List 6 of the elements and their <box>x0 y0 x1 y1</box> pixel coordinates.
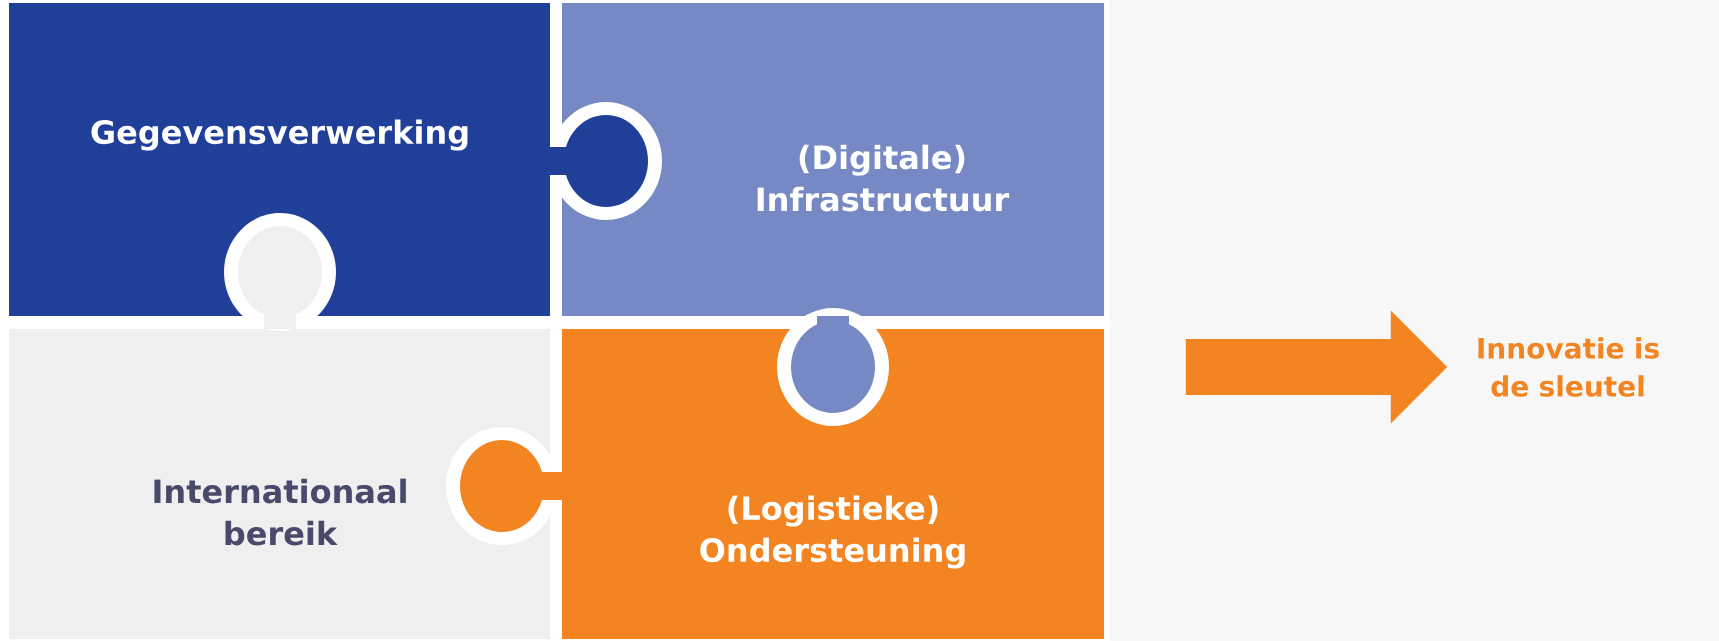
block-arrow <box>1185 310 1448 424</box>
puzzle-piece: Internationaal bereik <box>9 329 550 639</box>
puzzle-piece: Gegevensverwerking <box>9 3 550 316</box>
puzzle-piece: (Digitale) Infrastructuur <box>562 3 1104 316</box>
puzzle-piece: (Logistieke) Ondersteuning <box>562 329 1104 639</box>
result-text: Innovatie is de sleutel <box>1478 337 1659 397</box>
